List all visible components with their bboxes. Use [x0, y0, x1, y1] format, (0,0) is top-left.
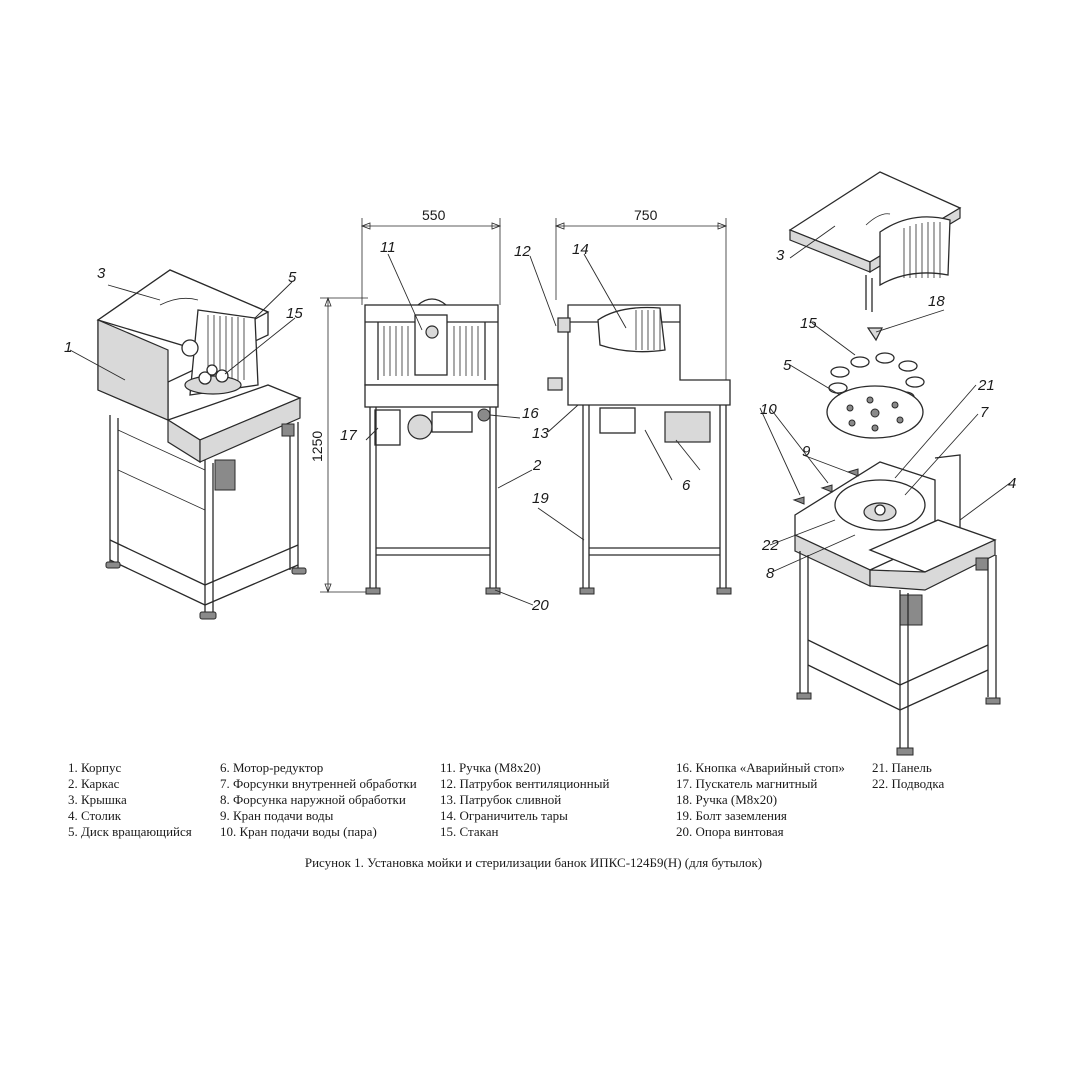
callout-11: 11 [380, 239, 396, 256]
callout-1: 1 [64, 339, 72, 356]
callout-16: 16 [522, 405, 539, 422]
front-view: 550 1250 [309, 207, 502, 595]
legend-item: 13. Патрубок сливной [440, 792, 562, 807]
callout-14: 14 [572, 241, 589, 258]
legend-item: 10. Кран подачи воды (пара) [220, 824, 377, 839]
legend-item: 8. Форсунка наружной обработки [220, 792, 406, 807]
legend-item: 17. Пускатель магнитный [676, 776, 818, 791]
legend-item: 6. Мотор-редуктор [220, 760, 324, 775]
legend-item: 21. Панель [872, 760, 932, 775]
legend-item: 16. Кнопка «Аварийный стоп» [676, 760, 845, 775]
legend-item: 15. Стакан [440, 824, 499, 839]
callout-10: 10 [760, 401, 777, 418]
callout-6: 6 [682, 477, 691, 494]
callout-3-left: 3 [97, 265, 106, 282]
figure-caption: Рисунок 1. Установка мойки и стерилизаци… [304, 855, 763, 870]
callout-15-right: 15 [800, 315, 817, 332]
callout-12: 12 [514, 243, 531, 260]
legend-item: 2. Каркас [68, 776, 120, 791]
legend-column-3: 11. Ручка (М8х20)12. Патрубок вентиляцио… [440, 760, 609, 840]
callout-19: 19 [532, 490, 549, 507]
callout-5-right: 5 [783, 357, 792, 374]
callout-7: 7 [980, 404, 989, 421]
legend-item: 18. Ручка (М8х20) [676, 792, 778, 807]
callout-17: 17 [340, 427, 357, 444]
legend-item: 9. Кран подачи воды [220, 808, 334, 823]
callout-2: 2 [532, 457, 542, 474]
legend-item: 11. Ручка (М8х20) [440, 760, 541, 775]
callout-20: 20 [531, 597, 549, 614]
callout-18: 18 [928, 293, 945, 310]
callout-8: 8 [766, 565, 775, 582]
callout-4: 4 [1008, 475, 1016, 492]
callout-15-left: 15 [286, 305, 303, 322]
legend-item: 14. Ограничитель тары [440, 808, 568, 823]
callout-numbers: 3 1 5 15 11 17 16 12 14 13 2 19 20 6 3 1… [64, 239, 1016, 614]
callout-3-right: 3 [776, 247, 785, 264]
callout-9: 9 [802, 443, 811, 460]
callout-22: 22 [761, 537, 779, 554]
isometric-view-assembled [96, 269, 307, 620]
legend-item: 5. Диск вращающийся [68, 824, 192, 839]
legend-item: 3. Крышка [68, 792, 127, 807]
legend-column-4: 16. Кнопка «Аварийный стоп»17. Пускатель… [676, 760, 845, 840]
dimension-depth: 750 [634, 207, 658, 223]
exploded-view [788, 171, 1001, 756]
dimension-height: 1250 [309, 431, 325, 462]
legend-item: 20. Опора винтовая [676, 824, 784, 839]
legend-item: 12. Патрубок вентиляционный [440, 776, 610, 791]
legend-item: 7. Форсунки внутренней обработки [220, 776, 417, 791]
legend-item: 22. Подводка [872, 776, 945, 791]
legend-item: 1. Корпус [68, 760, 122, 775]
leader-lines [69, 225, 1011, 606]
dimension-width: 550 [422, 207, 446, 223]
callout-13: 13 [532, 425, 549, 442]
legend-item: 4. Столик [68, 808, 122, 823]
side-view: 750 [547, 207, 732, 595]
callout-5-left: 5 [288, 269, 297, 286]
callout-21: 21 [977, 377, 995, 394]
legend-item: 19. Болт заземления [676, 808, 787, 823]
